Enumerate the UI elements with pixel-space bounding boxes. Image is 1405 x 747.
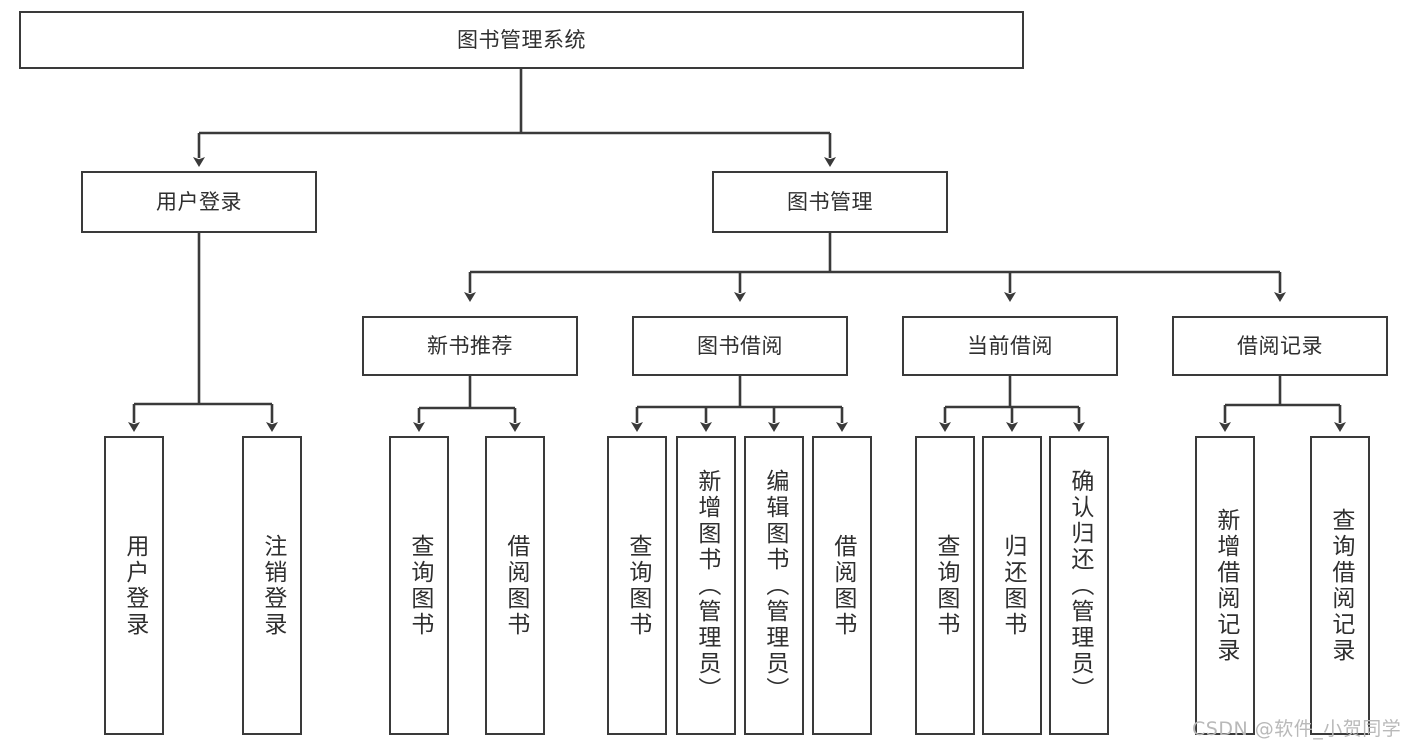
node-new-book-rec[interactable]: 新书推荐: [362, 316, 578, 376]
node-user-login-label: 用户登录: [156, 189, 242, 214]
node-book-borrow[interactable]: 图书借阅: [632, 316, 848, 376]
node-leaf-query-book-1-label: 查询图书: [406, 533, 433, 638]
node-current-borrow[interactable]: 当前借阅: [902, 316, 1118, 376]
node-leaf-return-book-label: 归还图书: [999, 533, 1026, 638]
node-leaf-query-book-2-label: 查询图书: [624, 533, 651, 638]
node-leaf-add-record-label: 新增借阅记录: [1212, 507, 1239, 664]
node-leaf-query-book-1[interactable]: 查询图书: [389, 436, 449, 735]
node-leaf-query-record[interactable]: 查询借阅记录: [1310, 436, 1370, 735]
node-leaf-add-book[interactable]: 新增图书（管理员）: [676, 436, 736, 735]
node-book-manage[interactable]: 图书管理: [712, 171, 948, 233]
node-current-borrow-label: 当前借阅: [967, 333, 1053, 358]
node-root[interactable]: 图书管理系统: [19, 11, 1024, 69]
node-book-manage-label: 图书管理: [787, 189, 873, 214]
node-root-label: 图书管理系统: [457, 27, 586, 52]
node-leaf-query-book-3-label: 查询图书: [932, 533, 959, 638]
node-leaf-logout-label: 注销登录: [259, 533, 286, 638]
node-leaf-logout[interactable]: 注销登录: [242, 436, 302, 735]
node-leaf-add-book-label: 新增图书（管理员）: [693, 468, 720, 703]
node-borrow-record[interactable]: 借阅记录: [1172, 316, 1388, 376]
node-leaf-edit-book-label: 编辑图书（管理员）: [761, 468, 788, 703]
node-new-book-rec-label: 新书推荐: [427, 333, 513, 358]
node-leaf-borrow-book-1[interactable]: 借阅图书: [485, 436, 545, 735]
node-book-borrow-label: 图书借阅: [697, 333, 783, 358]
watermark-text: CSDN @软件_小贺同学: [1192, 718, 1402, 740]
node-user-login[interactable]: 用户登录: [81, 171, 317, 233]
node-leaf-confirm-return[interactable]: 确认归还（管理员）: [1049, 436, 1109, 735]
node-leaf-add-record[interactable]: 新增借阅记录: [1195, 436, 1255, 735]
node-leaf-user-login-label: 用户登录: [121, 533, 148, 638]
node-leaf-query-record-label: 查询借阅记录: [1327, 507, 1354, 664]
node-leaf-return-book[interactable]: 归还图书: [982, 436, 1042, 735]
node-leaf-user-login[interactable]: 用户登录: [104, 436, 164, 735]
node-leaf-borrow-book-2-label: 借阅图书: [829, 533, 856, 638]
node-leaf-borrow-book-1-label: 借阅图书: [502, 533, 529, 638]
node-leaf-confirm-return-label: 确认归还（管理员）: [1066, 468, 1093, 703]
node-leaf-query-book-2[interactable]: 查询图书: [607, 436, 667, 735]
node-leaf-query-book-3[interactable]: 查询图书: [915, 436, 975, 735]
node-leaf-borrow-book-2[interactable]: 借阅图书: [812, 436, 872, 735]
node-leaf-edit-book[interactable]: 编辑图书（管理员）: [744, 436, 804, 735]
node-borrow-record-label: 借阅记录: [1237, 333, 1323, 358]
